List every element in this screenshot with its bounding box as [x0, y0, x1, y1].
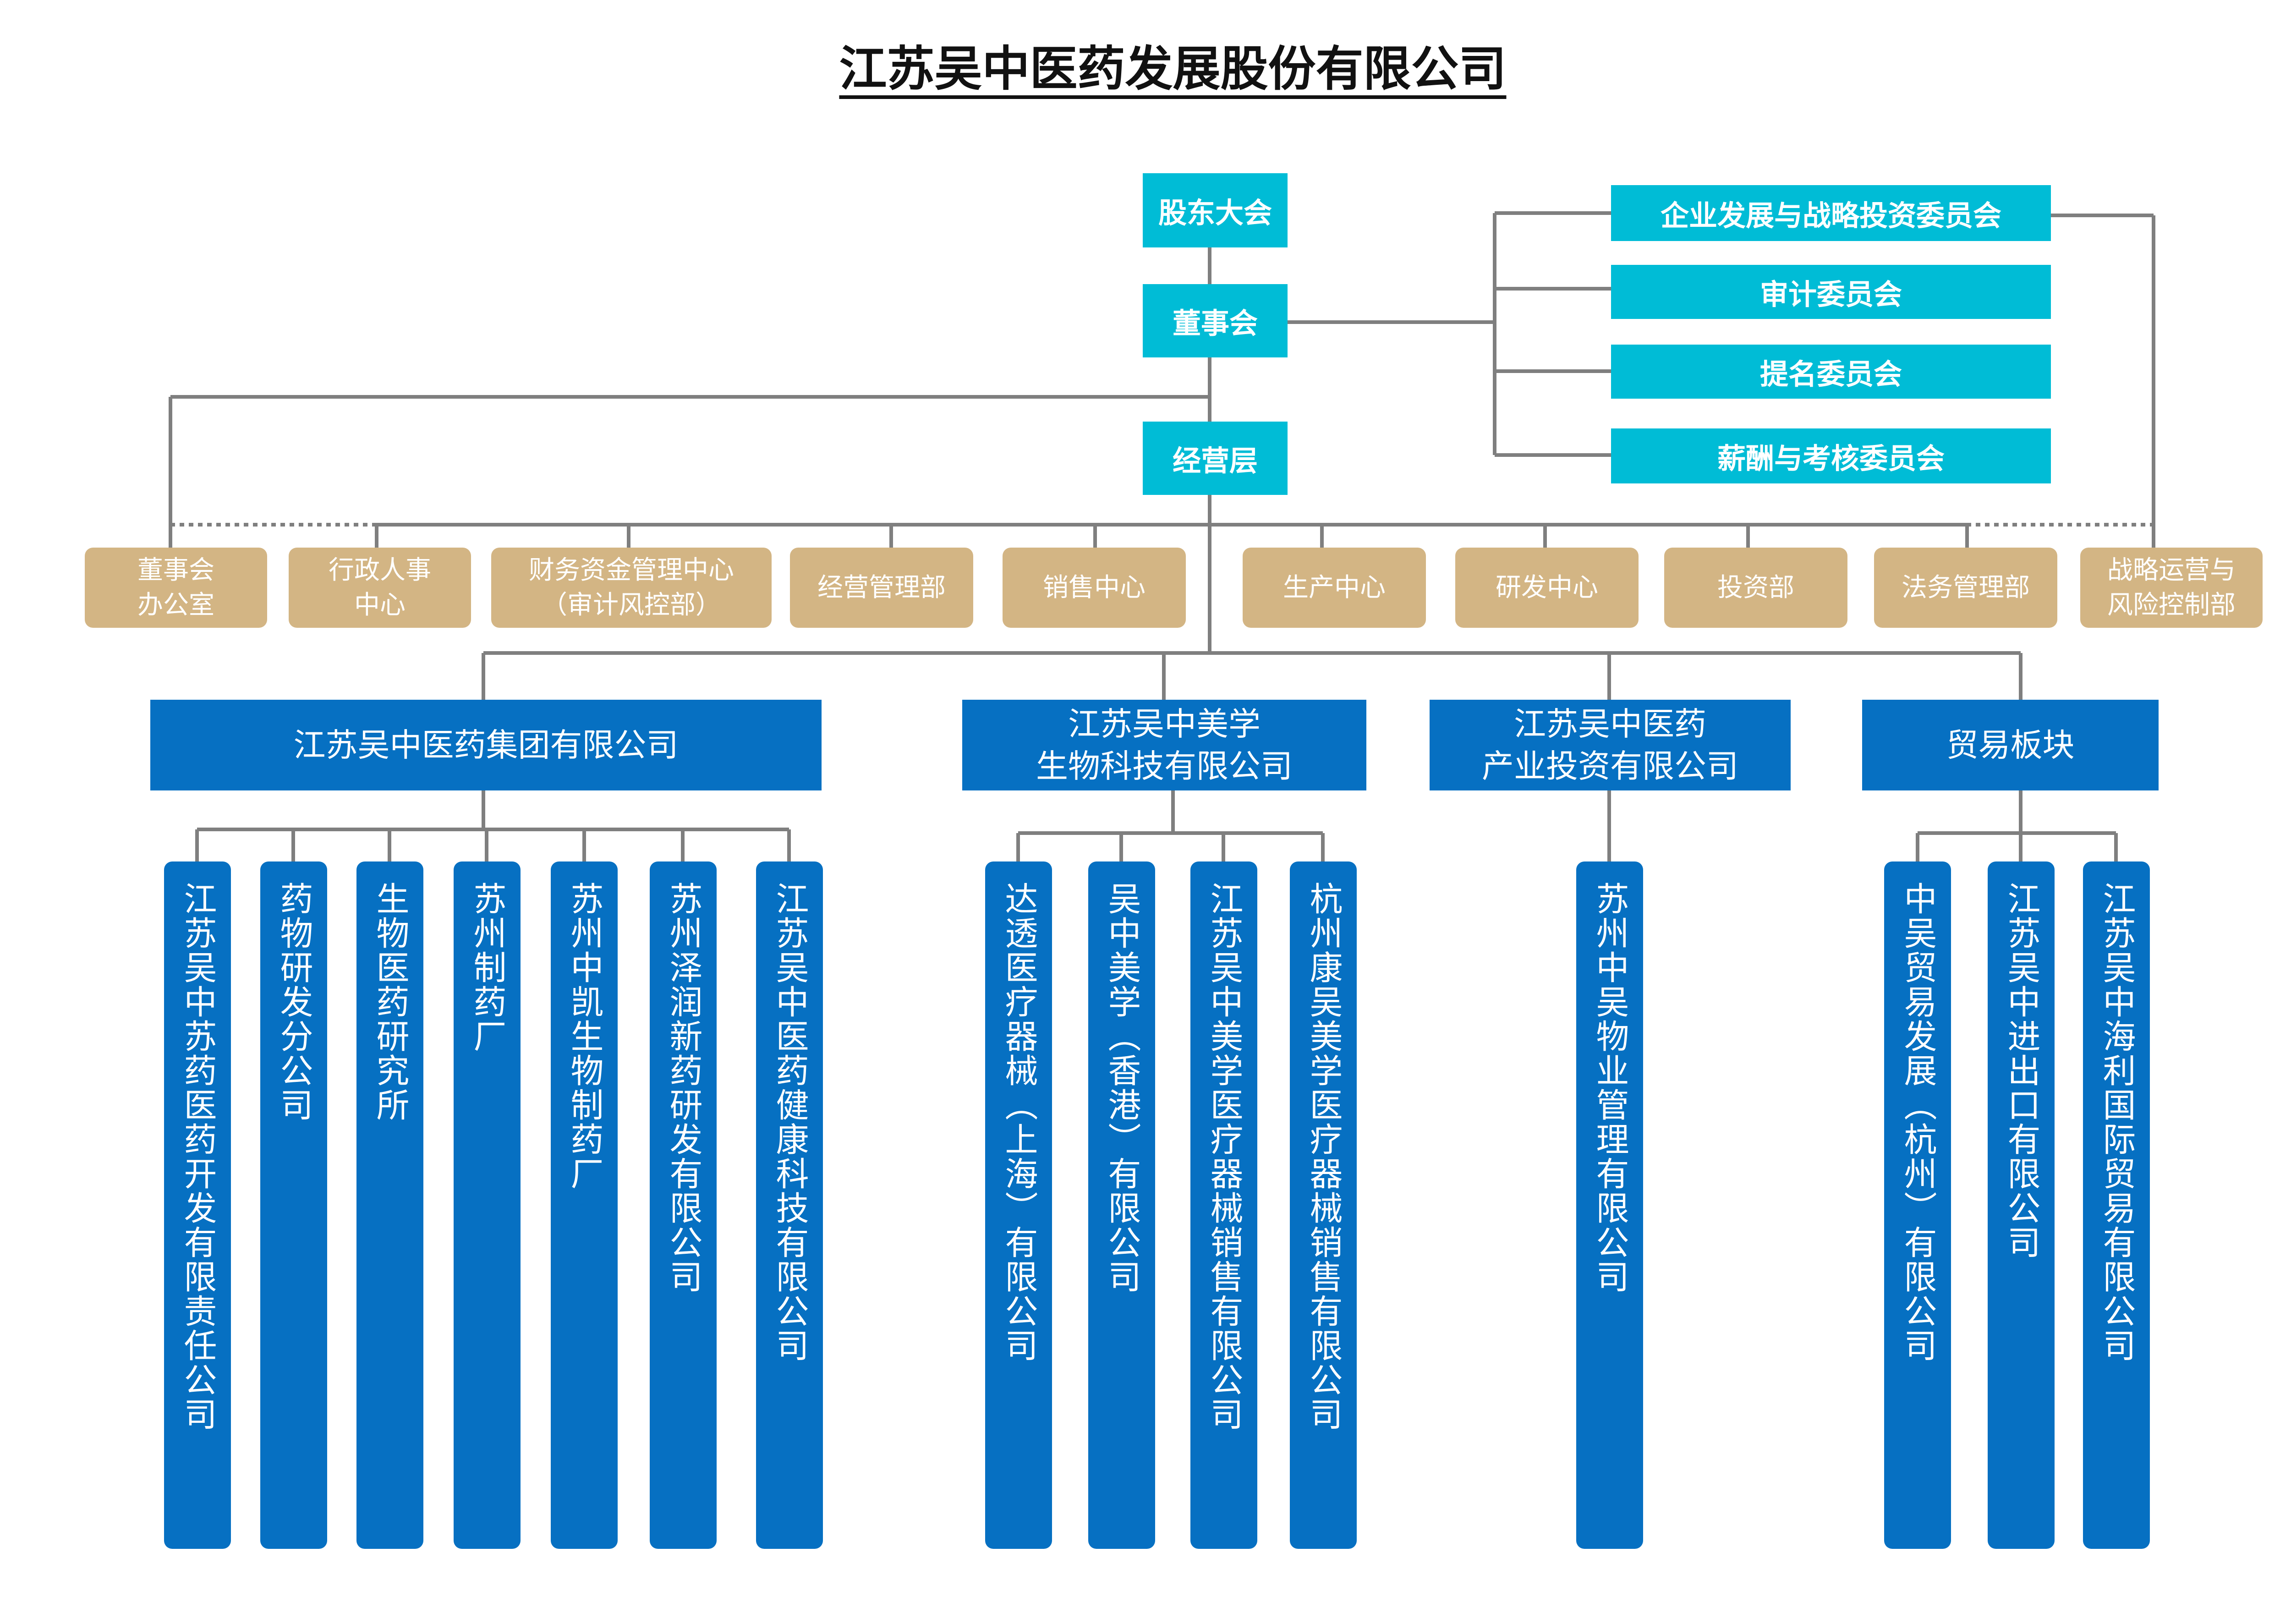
department-production-center: 生产中心 — [1243, 548, 1426, 628]
page-title-text: 江苏吴中医药发展股份有限公司 — [839, 41, 1507, 97]
strategy-investment-committee-box: 企业发展与战略投资委员会 — [1611, 185, 2051, 241]
group-company-2: 江苏吴中美学生物科技有限公司 — [962, 700, 1366, 790]
department-sales-center: 销售中心 — [1003, 548, 1186, 628]
department-legal: 法务管理部 — [1874, 548, 2057, 628]
audit-committee-box: 审计委员会 — [1611, 265, 2051, 319]
subsidiary-column: 吴中美学（香港）有限公司 — [1088, 861, 1155, 1549]
shareholders-meeting-box: 股东大会 — [1143, 173, 1288, 247]
subsidiary-column: 达透医疗器械（上海）有限公司 — [985, 861, 1052, 1549]
department-admin-hr: 行政人事中心 — [289, 548, 471, 628]
subsidiary-column: 苏州中凯生物制药厂 — [551, 861, 618, 1549]
subsidiary-column: 杭州康吴美学医疗器械销售有限公司 — [1290, 861, 1357, 1549]
subsidiary-column: 苏州制药厂 — [454, 861, 521, 1549]
subsidiary-column: 江苏吴中进出口有限公司 — [1988, 861, 2055, 1549]
subsidiary-column: 苏州泽润新药研发有限公司 — [650, 861, 717, 1549]
group-company-3: 江苏吴中医药产业投资有限公司 — [1430, 700, 1791, 790]
department-investment: 投资部 — [1664, 548, 1847, 628]
subsidiary-column: 江苏吴中苏药医药开发有限责任公司 — [164, 861, 231, 1549]
department-strategy-risk: 战略运营与风险控制部 — [2080, 548, 2263, 628]
subsidiary-column: 药物研发分公司 — [260, 861, 327, 1549]
subsidiary-column: 苏州中吴物业管理有限公司 — [1576, 861, 1643, 1549]
board-of-directors-box: 董事会 — [1143, 284, 1288, 357]
department-finance: 财务资金管理中心（审计风控部） — [491, 548, 772, 628]
subsidiary-column: 中吴贸易发展（杭州）有限公司 — [1884, 861, 1951, 1549]
nomination-committee-box: 提名委员会 — [1611, 345, 2051, 399]
management-box: 经营层 — [1143, 422, 1288, 495]
department-board-office: 董事会办公室 — [85, 548, 267, 628]
remuneration-committee-box: 薪酬与考核委员会 — [1611, 428, 2051, 483]
page-title: 江苏吴中医药发展股份有限公司 — [0, 34, 2291, 103]
subsidiary-column: 江苏吴中医药健康科技有限公司 — [756, 861, 823, 1549]
department-operations-management: 经营管理部 — [790, 548, 973, 628]
group-company-1: 江苏吴中医药集团有限公司 — [150, 700, 822, 790]
subsidiary-column: 生物医药研究所 — [356, 861, 423, 1549]
trade-segment: 贸易板块 — [1862, 700, 2159, 790]
department-rd-center: 研发中心 — [1455, 548, 1639, 628]
subsidiary-column: 江苏吴中海利国际贸易有限公司 — [2083, 861, 2150, 1549]
subsidiary-column: 江苏吴中美学医疗器械销售有限公司 — [1190, 861, 1257, 1549]
